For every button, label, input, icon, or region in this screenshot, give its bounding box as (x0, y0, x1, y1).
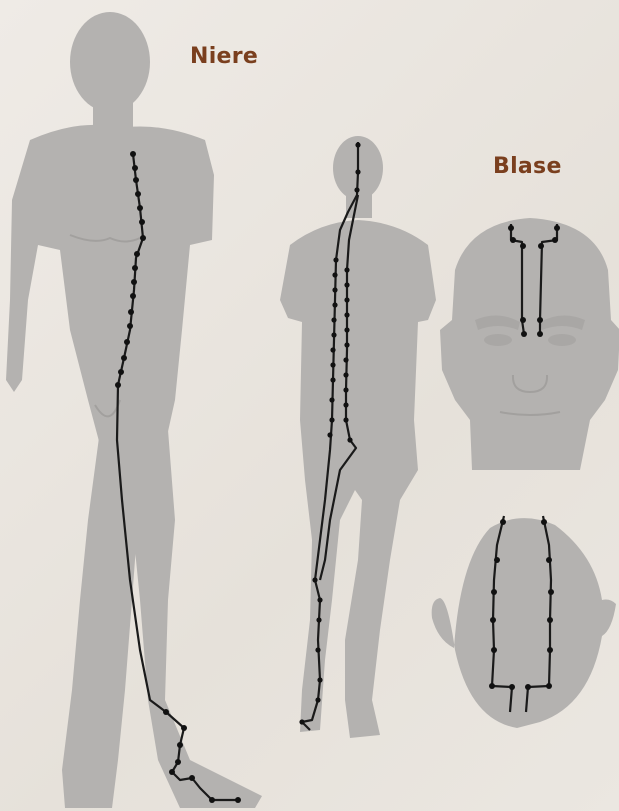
front-body-figure (6, 12, 262, 808)
face-front-figure (440, 218, 619, 470)
head-top-figure (432, 518, 616, 728)
back-body-figure (280, 136, 436, 738)
